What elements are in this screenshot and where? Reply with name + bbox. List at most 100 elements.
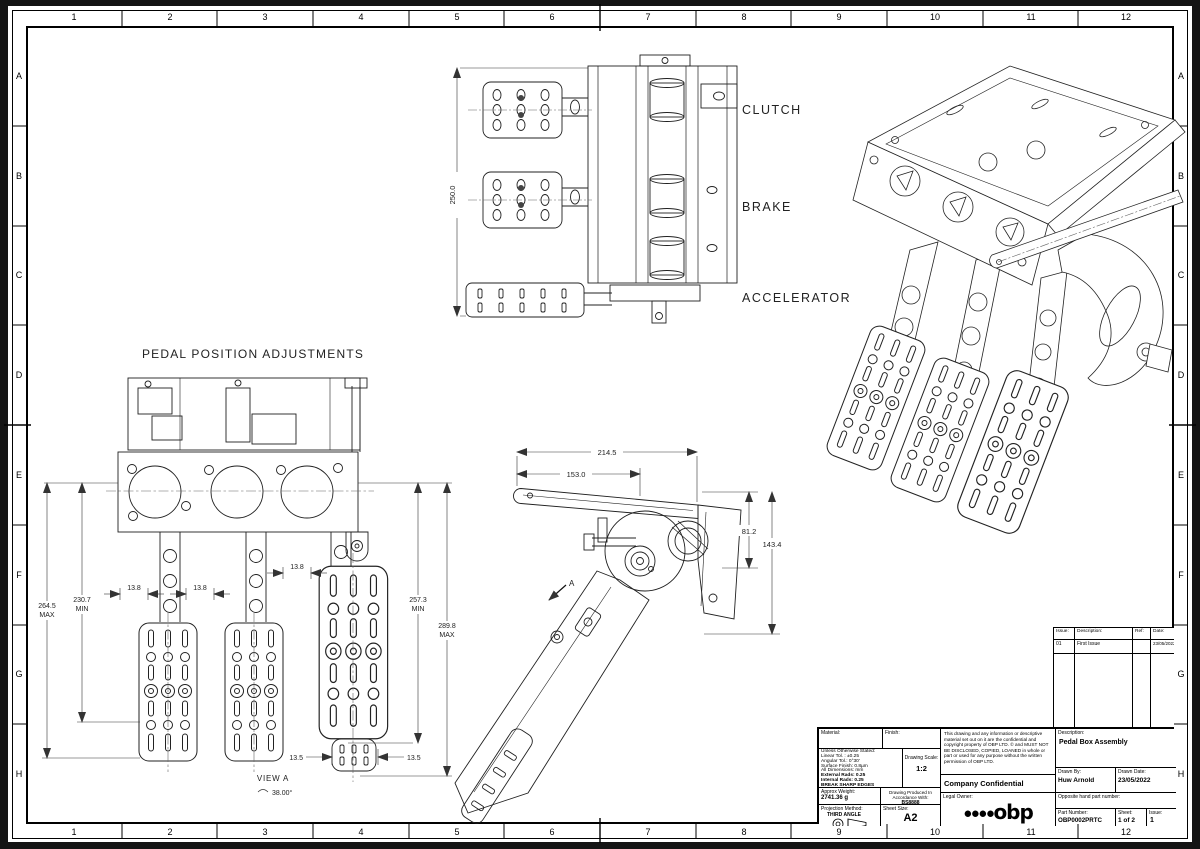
- issue-label: Issue:: [1149, 810, 1163, 816]
- grid-col-label: 3: [262, 827, 268, 837]
- grid-col-label: 8: [741, 827, 747, 837]
- dim-inner-length: 153.0: [567, 470, 586, 479]
- grid-row-label: F: [16, 570, 22, 580]
- projection-cell: Projection Method: THIRD ANGLE: [819, 804, 880, 826]
- side-view: 214.5 153.0 81.2 143.4 A: [454, 446, 786, 824]
- approx-weight-label: Approx Weight:: [821, 789, 856, 795]
- projection-label: Projection Method:: [821, 806, 863, 812]
- view-arrow-label: A: [569, 579, 575, 588]
- approx-weight-cell: Approx Weight: 2741.36 g: [819, 787, 880, 804]
- ref-cell: [1132, 639, 1150, 653]
- drawing-scale-cell: Drawing Scale: 1:2: [902, 748, 940, 787]
- grid-row-label: H: [15, 769, 23, 779]
- dim-left-outer-qual: MAX: [39, 612, 55, 619]
- grid-col-label: 8: [741, 12, 747, 22]
- produced-label: Drawing Produced In Accordance With:: [889, 790, 932, 801]
- sheet-cell: Sheet: 1 of 2: [1115, 808, 1146, 826]
- grid-col-label: 12: [1120, 827, 1132, 837]
- obp-logo: ●●●●obp: [963, 800, 1034, 825]
- legal-owner-cell: Legal Owner: ●●●●obp: [940, 792, 1055, 826]
- material-label: Material:: [821, 730, 841, 736]
- confidential-text-cell: This drawing and any information or desc…: [940, 729, 1055, 774]
- tolerance-line: External Rads: 0.25: [821, 773, 866, 779]
- ref-col-empty: [1132, 653, 1150, 728]
- issue-col-header: Issue:: [1056, 629, 1069, 634]
- finish-label: Finish:: [885, 730, 900, 736]
- accelerator-label: ACCELERATOR: [742, 291, 851, 305]
- dim-right-inner: 257.3: [409, 597, 427, 604]
- dim-offset-2: 13.8: [193, 585, 207, 592]
- drawn-by-label: Drawn By:: [1058, 769, 1082, 775]
- clutch-label: CLUTCH: [742, 103, 802, 117]
- issue-table: Issue: Description: Ref: Date: 01 First …: [1053, 627, 1174, 728]
- drawn-date-value: 23/05/2022: [1118, 777, 1151, 784]
- issue-cell: 01: [1054, 639, 1074, 653]
- description-cell: Description: Pedal Box Assembly: [1055, 729, 1176, 767]
- legal-owner-label: Legal Owner:: [943, 794, 973, 800]
- grid-col-label: 9: [836, 12, 842, 22]
- ref-col-header: Ref:: [1132, 628, 1150, 639]
- border-ticks: [4, 4, 1196, 843]
- issue-value: 1: [1150, 817, 1154, 824]
- grid-col-label: 3: [262, 12, 268, 22]
- grid-col-label: 5: [454, 12, 460, 22]
- dim-left-inner-qual: MIN: [76, 606, 89, 613]
- dim-right-inner-qual: MIN: [412, 606, 425, 613]
- sheet-size-label: Sheet Size:: [883, 806, 909, 812]
- tolerance-line: BREAK SHARP EDGES: [821, 782, 875, 787]
- dim-right-outer: 289.8: [438, 623, 456, 630]
- part-number-value: OBP0002PRTC: [1058, 817, 1103, 824]
- projection-method: THIRD ANGLE: [827, 812, 861, 818]
- tolerance-line: Surface Finish: 0.8µm: [821, 763, 868, 769]
- description-label: Description:: [1058, 730, 1085, 736]
- tolerance-line: Linear Tol. : ±0.25: [821, 753, 860, 759]
- grid-col-label: 4: [358, 12, 364, 22]
- sheet-label: Sheet:: [1118, 810, 1133, 816]
- grid-col-label: 10: [929, 12, 941, 22]
- confidential-text: This drawing and any information or desc…: [944, 731, 1049, 764]
- description-cell: First Issue: [1074, 639, 1132, 653]
- part-number-cell: Part Number: OBP0002PRTC: [1055, 808, 1115, 826]
- description-value: Pedal Box Assembly: [1059, 739, 1128, 746]
- front-view: PEDAL POSITION ADJUSTMENTS: [34, 347, 460, 797]
- rear-view: 250.0 CLUTCH BRAKE ACCELERATOR: [446, 54, 851, 324]
- dim-offset-3: 13.8: [290, 564, 304, 571]
- issue-cell-block: Issue: 1: [1146, 808, 1176, 826]
- produced-standard: BS8888: [901, 800, 920, 804]
- grid-col-label: 7: [645, 12, 651, 22]
- drawn-date-label: Drawn Date:: [1118, 769, 1146, 775]
- company-confidential-cell: Company Confidential: [940, 774, 1055, 792]
- grid-row-label: E: [15, 470, 23, 480]
- grid-row-label: F: [1178, 570, 1184, 580]
- drawing-scale-label: Drawing Scale:: [904, 755, 939, 761]
- grid-row-label: G: [1177, 669, 1185, 679]
- grid-row-label: E: [1177, 470, 1185, 480]
- dim-upper-height: 81.2: [742, 527, 757, 536]
- tolerance-line: Internal Rads: 0.25: [821, 778, 864, 784]
- grid-col-label: 11: [1026, 12, 1036, 22]
- finish-cell: Finish:: [882, 729, 940, 748]
- sheet-size-value: A2: [903, 812, 918, 824]
- grid-col-label: 2: [167, 827, 173, 837]
- company-confidential: Company Confidential: [944, 779, 1024, 788]
- grid-row-label: D: [15, 370, 23, 380]
- grid-col-label: 10: [929, 827, 941, 837]
- date-cell: 23/05/2022: [1150, 639, 1174, 653]
- sheet-value: 1 of 2: [1118, 817, 1135, 824]
- front-view-title: PEDAL POSITION ADJUSTMENTS: [142, 347, 364, 361]
- obp-logo-text: obp: [993, 800, 1033, 825]
- grid-col-label: 2: [167, 12, 173, 22]
- date-col-header: Date:: [1150, 628, 1174, 639]
- dim-overall-height: 143.4: [763, 540, 782, 549]
- grid-row-label: B: [15, 171, 23, 181]
- view-a-angle: 38.00°: [272, 789, 293, 797]
- grid-col-label: 4: [358, 827, 364, 837]
- title-block: Material: Finish: Unless Otherwise State…: [817, 727, 1176, 826]
- grid-col-label: 5: [454, 827, 460, 837]
- date-col-empty: [1150, 653, 1174, 728]
- drawing-scale-value: 1:2: [916, 764, 927, 773]
- grid-row-label: G: [15, 669, 23, 679]
- drawn-by-cell: Drawn By: Huw Arnold: [1055, 767, 1115, 792]
- grid-col-label: 9: [836, 827, 842, 837]
